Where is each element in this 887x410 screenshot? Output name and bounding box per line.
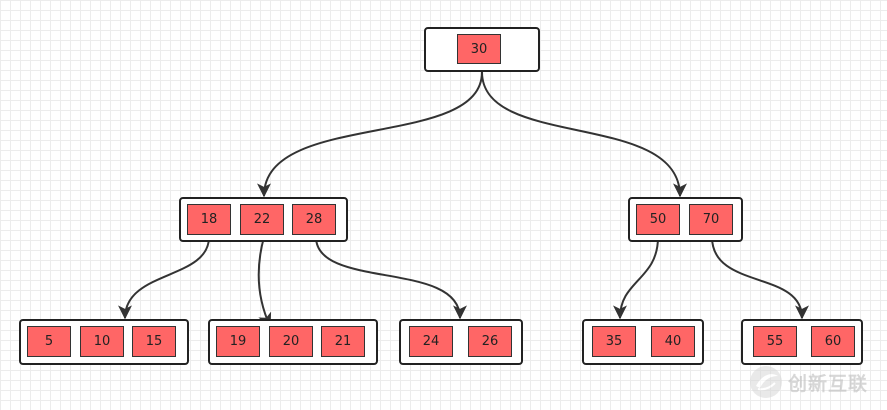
- key-cell: 50: [636, 204, 680, 235]
- key-cell: 30: [457, 34, 501, 64]
- tree-node-l1-right: 50 70: [628, 197, 743, 242]
- key-cell: 70: [689, 204, 733, 235]
- key-cell: 20: [269, 326, 313, 357]
- tree-node-l1-left: 18 22 28: [179, 197, 348, 242]
- key-cell: 5: [27, 326, 71, 357]
- key-cell: 18: [187, 204, 231, 235]
- edge-l1-left-to-leaf-1: [118, 236, 210, 320]
- tree-node-leaf-1: 5 10 15: [19, 319, 189, 365]
- key-cell: 19: [216, 326, 260, 357]
- edge-l1-left-to-leaf-2: [257, 236, 272, 328]
- tree-node-leaf-2: 19 20 21: [208, 319, 378, 365]
- key-cell: 22: [240, 204, 284, 235]
- key-cell: 26: [468, 326, 512, 357]
- edge-l1-right-to-leaf-5: [711, 236, 809, 320]
- edge-l1-left-to-leaf-3: [315, 236, 467, 320]
- key-cell: 35: [592, 326, 636, 357]
- watermark-text: 创新互联: [788, 372, 869, 395]
- key-cell: 60: [811, 326, 855, 357]
- key-cell: 10: [80, 326, 124, 357]
- edge-l1-right-to-leaf-4: [613, 236, 659, 320]
- watermark: 创新互联: [748, 361, 884, 403]
- edge-root-to-l1-right: [481, 71, 687, 198]
- tree-node-leaf-5: 55 60: [741, 319, 863, 365]
- key-cell: 28: [292, 204, 336, 235]
- tree-node-root: 30: [424, 27, 540, 72]
- key-cell: 40: [651, 326, 695, 357]
- edge-root-to-l1-left: [257, 71, 483, 198]
- key-cell: 24: [409, 326, 453, 357]
- key-cell: 15: [132, 326, 176, 357]
- swoosh-logo-icon: [750, 366, 782, 398]
- key-cell: 21: [321, 326, 365, 357]
- tree-node-leaf-4: 35 40: [582, 319, 704, 365]
- key-cell: 55: [753, 326, 797, 357]
- tree-node-leaf-3: 24 26: [399, 319, 523, 365]
